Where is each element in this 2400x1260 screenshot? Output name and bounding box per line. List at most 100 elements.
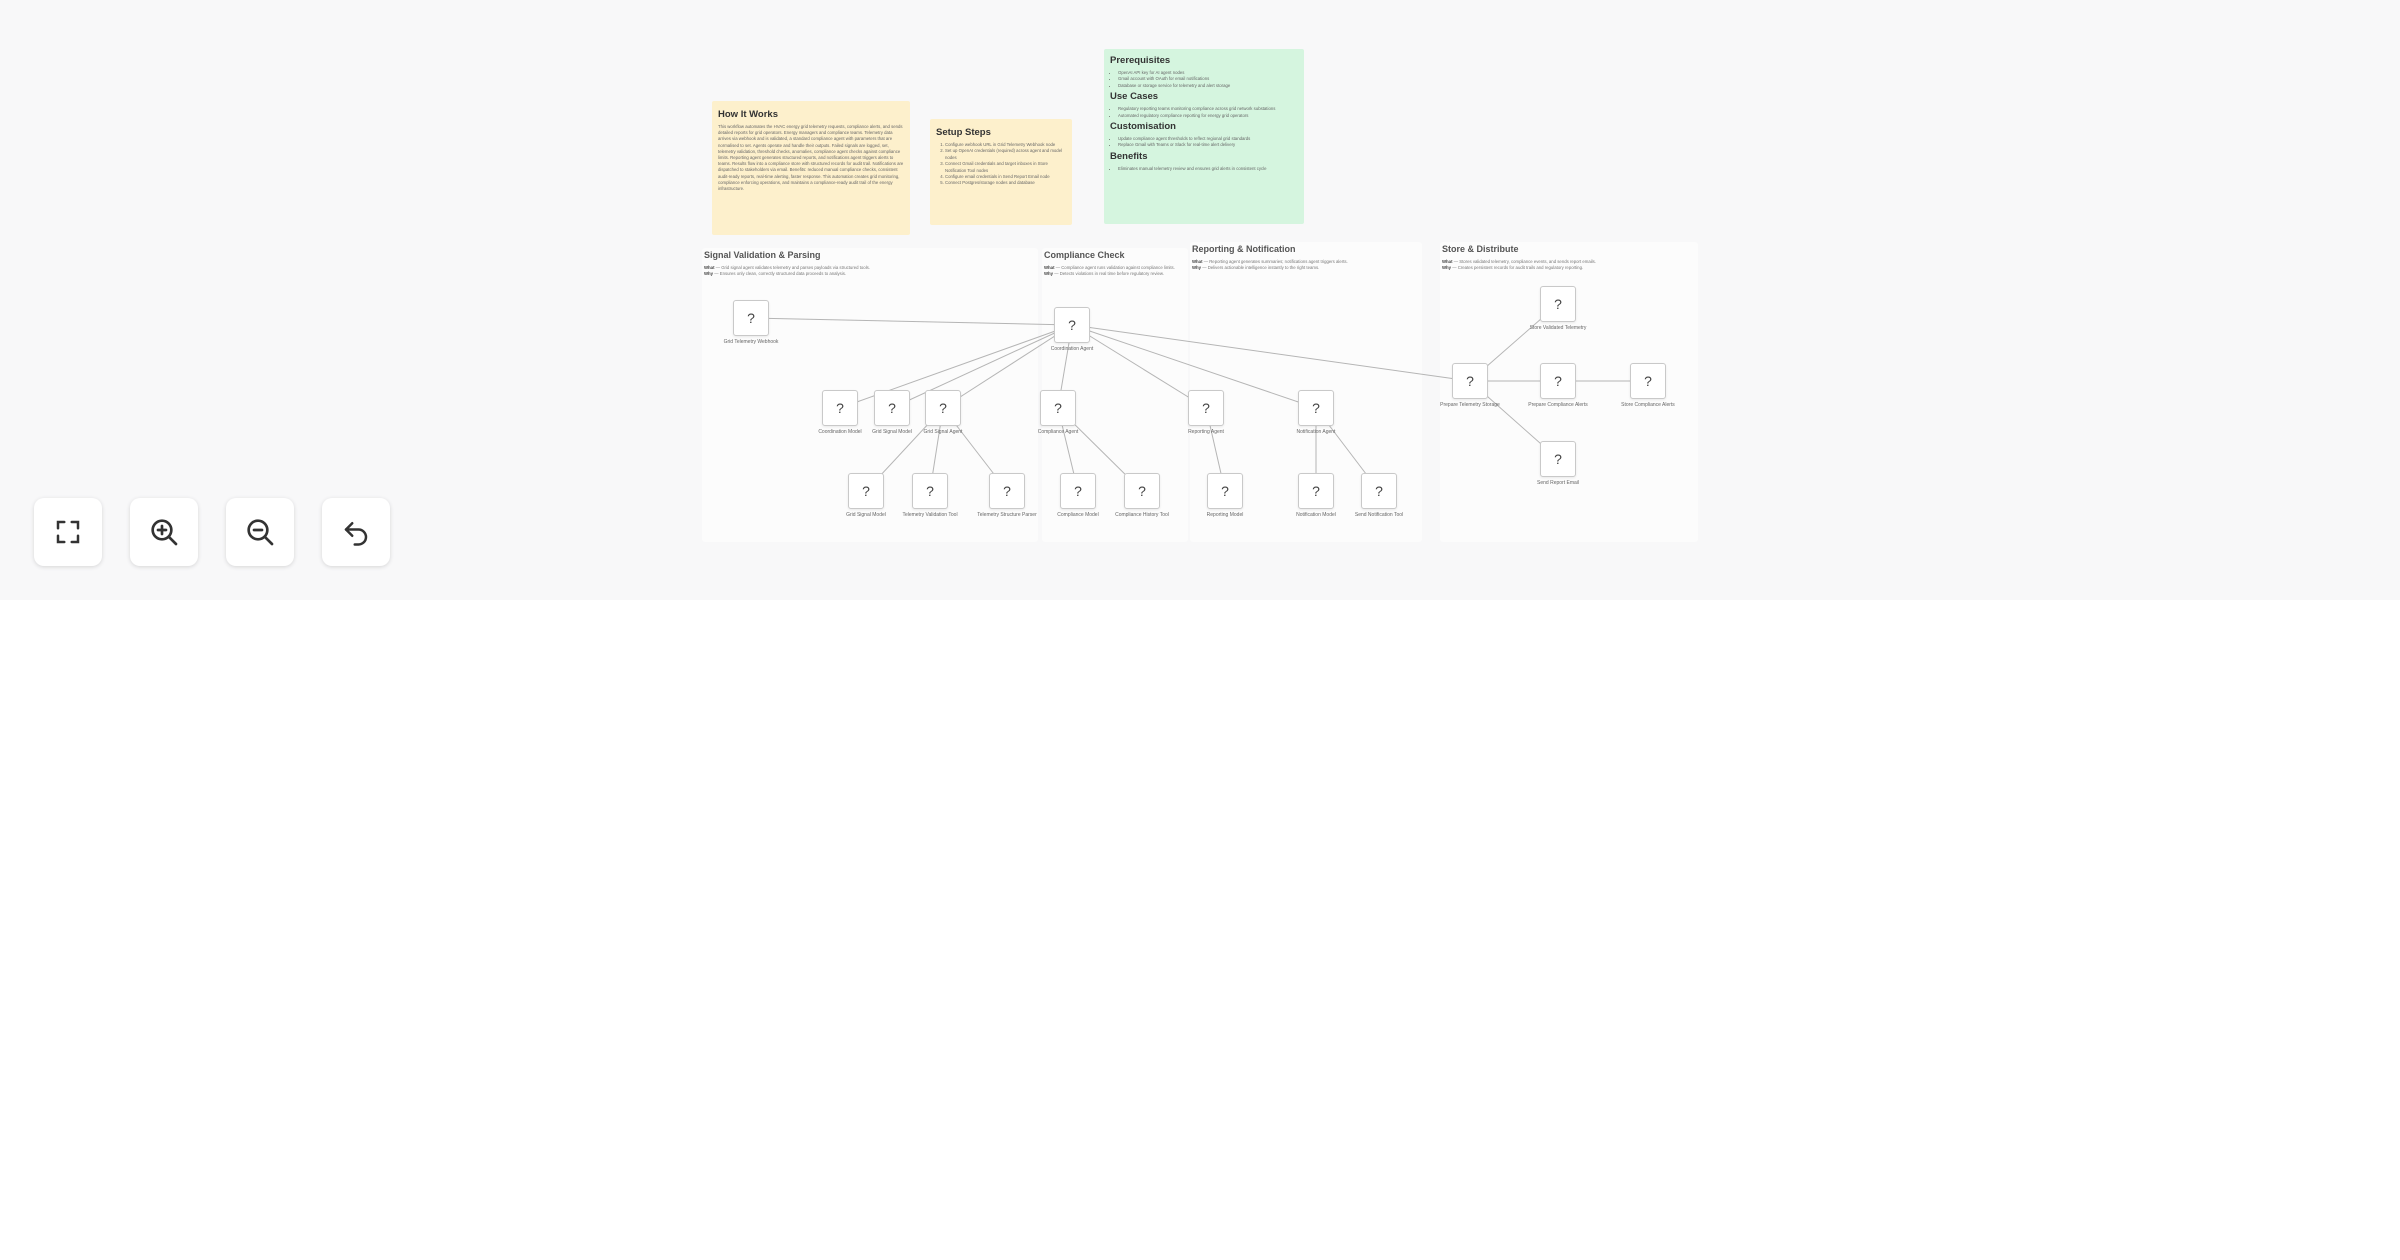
node-label: Prepare Compliance Alerts [1528, 402, 1588, 408]
zoom-out-icon [247, 519, 274, 546]
node-label: Reporting Agent [1188, 429, 1224, 435]
group-description: What — Grid signal agent validates telem… [704, 265, 870, 277]
node-label: Prepare Telemetry Storage [1440, 402, 1500, 408]
unknown-node-icon: ? [1202, 400, 1210, 416]
node-prep-storage[interactable]: ? [1452, 363, 1488, 399]
node-label: Coordination Agent [1050, 346, 1094, 352]
unknown-node-icon: ? [1003, 483, 1011, 499]
unknown-node-icon: ? [939, 400, 947, 416]
note-title: Prerequisites [1110, 55, 1171, 66]
sticky-note-setup-steps[interactable]: Setup Steps Configure webhook URL in Gri… [930, 119, 1072, 225]
group-title: Signal Validation & Parsing [704, 250, 821, 260]
unknown-node-icon: ? [862, 483, 870, 499]
list-item: Gmail account with OAuth for email notif… [1118, 76, 1298, 82]
unknown-node-icon: ? [926, 483, 934, 499]
node-label: Telemetry Validation Tool [902, 512, 958, 518]
list-item: Connect Postgres/storage nodes and datab… [945, 180, 1066, 186]
node-notif-model[interactable]: ? [1298, 473, 1334, 509]
customisation-list: Update compliance agent thresholds to re… [1110, 136, 1298, 149]
node-coordinator[interactable]: ? [1054, 307, 1090, 343]
node-label: Send Report Email [1537, 480, 1579, 486]
unknown-node-icon: ? [1554, 296, 1562, 312]
list-item: Automated regulatory compliance reportin… [1118, 113, 1298, 119]
unknown-node-icon: ? [1068, 317, 1076, 333]
node-report-model[interactable]: ? [1207, 473, 1243, 509]
unknown-node-icon: ? [1554, 451, 1562, 467]
node-label: Store Compliance Alerts [1621, 402, 1675, 408]
list-item: Configure webhook URL in Grid Telemetry … [945, 142, 1066, 148]
workflow-canvas[interactable]: How It Works This workflow automates the… [0, 0, 2400, 600]
node-compliance-agent[interactable]: ? [1040, 390, 1076, 426]
sticky-note-info[interactable]: Prerequisites OpenAI API key for AI agen… [1104, 49, 1304, 224]
node-sig-model2[interactable]: ? [848, 473, 884, 509]
group-description: What — Compliance agent runs validation … [1044, 265, 1175, 277]
node-label: Grid Signal Agent [923, 429, 963, 435]
sticky-note-how-it-works[interactable]: How It Works This workflow automates the… [712, 101, 910, 235]
node-coord-model[interactable]: ? [822, 390, 858, 426]
zoom-in-button[interactable] [130, 498, 198, 566]
list-item: Connect Gmail credentials and target inb… [945, 161, 1066, 174]
connection-coordinator-to-notif_agent[interactable] [1071, 324, 1317, 409]
list-item: Set up OpenAI credentials (required) acr… [945, 148, 1066, 161]
note-title: Setup Steps [936, 127, 991, 138]
node-label: Send Notification Tool [1354, 512, 1404, 518]
node-prep-alerts[interactable]: ? [1540, 363, 1576, 399]
unknown-node-icon: ? [1644, 373, 1652, 389]
unknown-node-icon: ? [1054, 400, 1062, 416]
node-comp-model[interactable]: ? [1060, 473, 1096, 509]
node-parser[interactable]: ? [989, 473, 1025, 509]
node-store-telemetry[interactable]: ? [1540, 286, 1576, 322]
list-item: Database or storage service for telemetr… [1118, 83, 1298, 89]
node-label: Telemetry Structure Parser [977, 512, 1037, 518]
unknown-node-icon: ? [836, 400, 844, 416]
list-item: Replace Gmail with Teams or Slack for re… [1118, 142, 1298, 148]
node-reporting-agent[interactable]: ? [1188, 390, 1224, 426]
list-item: Update compliance agent thresholds to re… [1118, 136, 1298, 142]
group-title: Reporting & Notification [1192, 244, 1296, 254]
unknown-node-icon: ? [1221, 483, 1229, 499]
unknown-node-icon: ? [888, 400, 896, 416]
connection-coordinator-to-reporting_agent[interactable] [1071, 324, 1207, 409]
node-store-alerts[interactable]: ? [1630, 363, 1666, 399]
connection-coordinator-to-sig_model[interactable] [891, 324, 1073, 409]
unknown-node-icon: ? [1375, 483, 1383, 499]
node-notif-tool[interactable]: ? [1361, 473, 1397, 509]
node-comp-history[interactable]: ? [1124, 473, 1160, 509]
node-label: Notification Model [1296, 512, 1336, 518]
node-notif-agent[interactable]: ? [1298, 390, 1334, 426]
node-webhook[interactable]: ? [733, 300, 769, 336]
group-description: What — Reporting agent generates summari… [1192, 259, 1348, 271]
unknown-node-icon: ? [1138, 483, 1146, 499]
group-description: What — Stores validated telemetry, compl… [1442, 259, 1596, 271]
setup-steps-list: Configure webhook URL in Grid Telemetry … [936, 142, 1066, 187]
note-title: Benefits [1110, 150, 1148, 162]
list-item: Regulatory reporting teams monitoring co… [1118, 106, 1298, 112]
node-report-email[interactable]: ? [1540, 441, 1576, 477]
zoom-in-icon [151, 519, 178, 546]
fit-view-icon [56, 520, 80, 544]
note-title: Customisation [1110, 121, 1176, 133]
unknown-node-icon: ? [1554, 373, 1562, 389]
connection-coordinator-to-prep_storage[interactable] [1071, 324, 1471, 382]
connection-coordinator-to-sig_agent[interactable] [942, 324, 1073, 409]
node-label: Compliance Model [1057, 512, 1099, 518]
node-label: Notification Agent [1296, 429, 1336, 435]
unknown-node-icon: ? [1074, 483, 1082, 499]
list-item: Configure email credentials in Send Repo… [945, 174, 1066, 180]
node-label: Reporting Model [1206, 512, 1244, 518]
node-sig-model[interactable]: ? [874, 390, 910, 426]
undo-icon [344, 522, 368, 546]
prerequisites-list: OpenAI API key for AI agent nodes Gmail … [1110, 70, 1298, 89]
node-label: Compliance Agent [1037, 429, 1079, 435]
fit-view-button[interactable] [34, 498, 102, 566]
unknown-node-icon: ? [1466, 373, 1474, 389]
note-title: How It Works [718, 109, 778, 120]
undo-button[interactable] [322, 498, 390, 566]
zoom-out-button[interactable] [226, 498, 294, 566]
node-telemetry-tool[interactable]: ? [912, 473, 948, 509]
node-label: Grid Signal Model [872, 429, 912, 435]
connection-webhook-to-coordinator[interactable] [750, 317, 1073, 326]
node-label: Coordination Model [818, 429, 862, 435]
node-sig-agent[interactable]: ? [925, 390, 961, 426]
group-title: Compliance Check [1044, 250, 1125, 260]
